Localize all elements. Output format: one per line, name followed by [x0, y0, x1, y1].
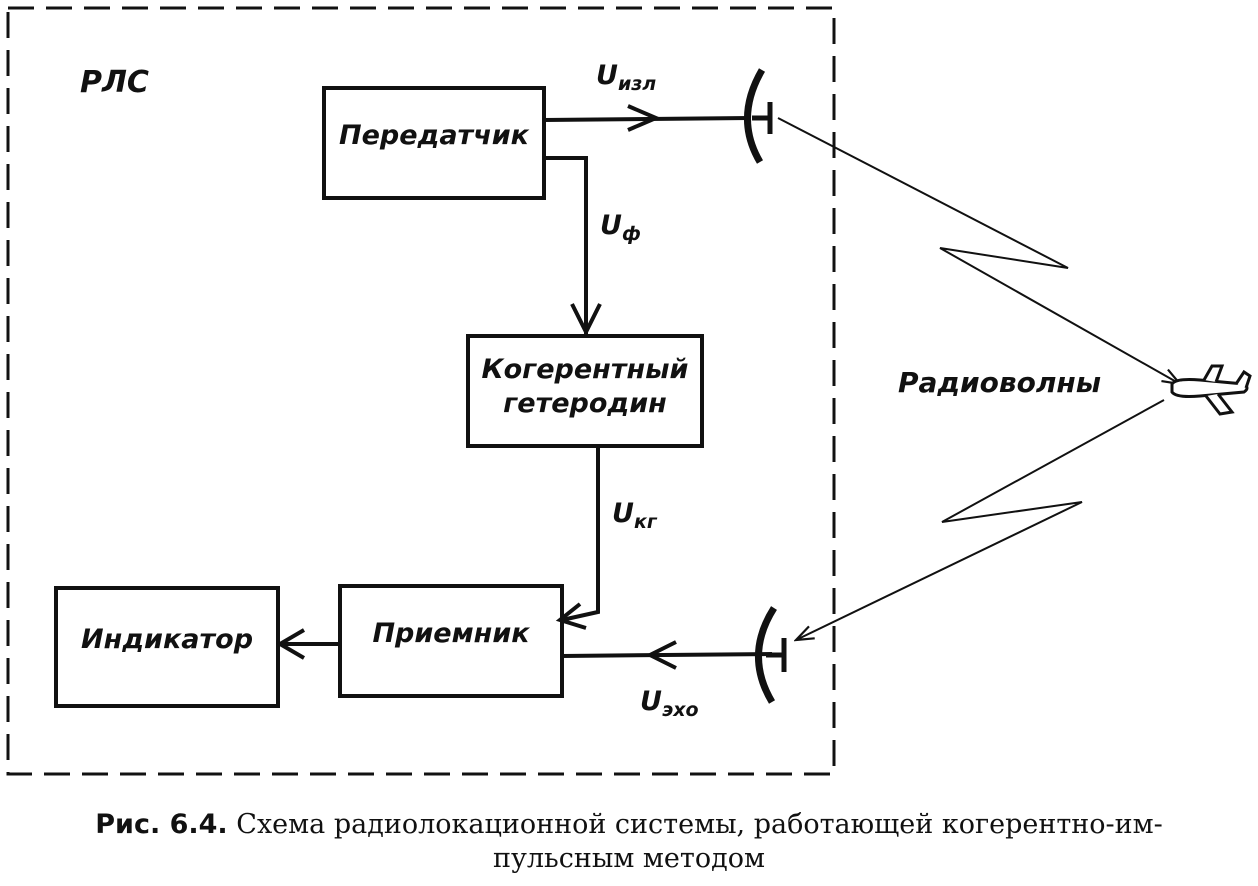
receiver-label: Приемник: [372, 618, 530, 649]
indicator-label: Индикатор: [81, 624, 253, 655]
receiver-block: Приемник: [338, 584, 564, 698]
caption-number: Рис. 6.4.: [95, 809, 228, 840]
emitted-signal-arrow: [627, 104, 662, 132]
transmitter-label: Передатчик: [339, 120, 530, 151]
transmit-antenna-icon: [744, 68, 773, 164]
emitted-signal-label: Uизл: [596, 60, 656, 95]
coherent-signal-line: [561, 446, 600, 622]
outgoing-radio-wave: [777, 117, 1180, 384]
caption-text-line2: пульсным методом: [493, 843, 765, 874]
radar-system-label: РЛС: [80, 65, 149, 100]
receive-antenna-icon: [755, 606, 787, 704]
coherent-lo-label-line1: Когерентный: [482, 354, 689, 385]
phase-signal-arrow: [570, 303, 602, 337]
phase-signal-label: Uф: [600, 210, 641, 245]
caption-line-1: Рис. 6.4. Схема радиолокационной системы…: [0, 808, 1258, 842]
caption-line-2: пульсным методом: [0, 842, 1258, 876]
coherent-signal-arrow: [555, 602, 587, 630]
radar-block-diagram: РЛС Передатчик Когерентный гетеродин При…: [6, 6, 1252, 776]
phase-signal-line: [544, 156, 588, 334]
coherent-lo-block: Когерентный гетеродин: [466, 334, 704, 448]
indicator-feed-arrow: [276, 628, 306, 660]
transmitter-block: Передатчик: [322, 86, 546, 200]
caption-text-line1: Схема радиолокационной системы, работающ…: [236, 809, 1163, 840]
echo-signal-line: [561, 652, 773, 658]
coherent-lo-label-line2: гетеродин: [503, 388, 667, 419]
returning-radio-wave: [796, 399, 1165, 640]
figure-caption: Рис. 6.4. Схема радиолокационной системы…: [0, 808, 1258, 876]
indicator-block: Индикатор: [54, 586, 280, 708]
echo-signal-arrow: [645, 640, 677, 670]
coherent-signal-label: Uкг: [612, 498, 658, 533]
echo-signal-label: Uэхо: [640, 686, 699, 721]
airplane-target-icon: [1170, 364, 1252, 416]
emitted-signal-line: [543, 116, 751, 122]
radio-waves-label: Радиоволны: [898, 366, 1101, 399]
